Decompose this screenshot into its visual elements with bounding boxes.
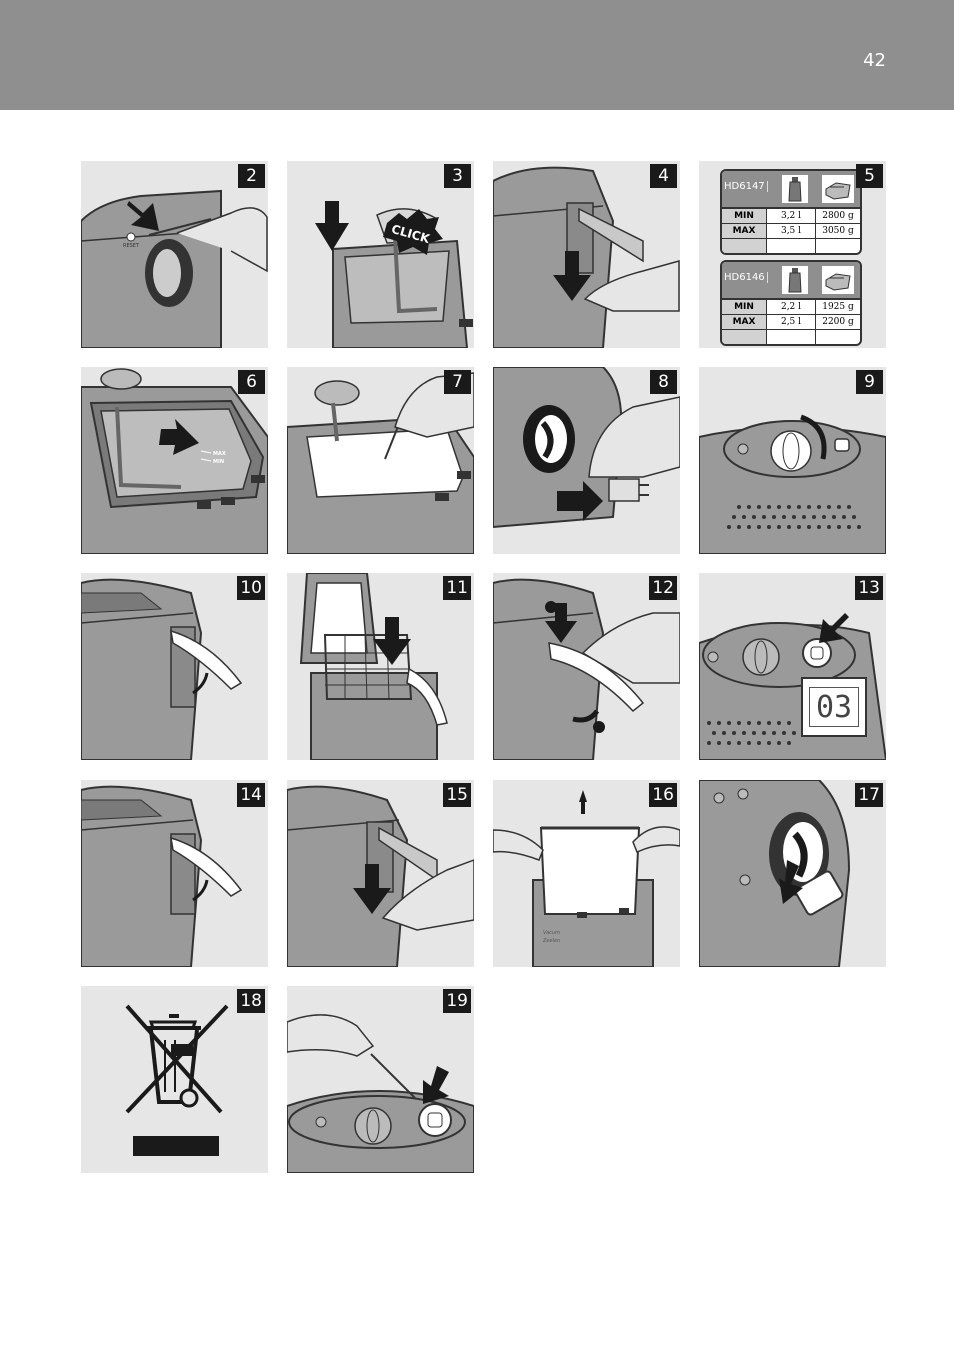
figure-number: 7 (444, 370, 471, 394)
figure-number: 2 (238, 164, 265, 188)
figure-15: 15 (287, 780, 474, 967)
food-fries-icon (822, 175, 854, 203)
figure-4: 4 (493, 161, 680, 348)
figure-12: 12 (493, 573, 680, 760)
vent-holes (727, 505, 861, 529)
fat-puncture-illustration (287, 372, 474, 554)
capacity-table-hd6147: HD6147 MIN 3,2 l 2800 g MAX 3, (720, 169, 862, 255)
figure-9: 9 (699, 367, 886, 554)
figure-5: HD6147 MIN 3,2 l 2800 g MAX 3, (699, 161, 886, 348)
food-weight: 3050 g (822, 226, 854, 236)
figure-number: 8 (650, 370, 677, 394)
oil-level-illustration (81, 368, 268, 554)
figure-10: 10 (81, 573, 268, 760)
figure-number: 16 (649, 783, 677, 807)
basket-insert-illustration (299, 573, 448, 760)
timer-display-value: 03 (809, 687, 859, 727)
figure-17: 17 (699, 780, 886, 967)
oil-bottle-icon (782, 266, 808, 294)
food-weight: 1925 g (822, 302, 854, 312)
row-label: MAX (722, 315, 767, 329)
figure-number: 15 (443, 783, 471, 807)
figure-6: MAX MIN 6 (81, 367, 268, 554)
figure-number: 18 (237, 989, 265, 1013)
figure-number: 6 (238, 370, 265, 394)
figure-18: 18 (81, 986, 268, 1173)
figure-13: 03 13 (699, 573, 886, 760)
thermostat-dial-illustration (699, 414, 886, 554)
figure-2: RESET 2 (81, 161, 268, 348)
capacity-table-hd6146: HD6146 MIN 2,2 l 1925 g MAX 2, (720, 260, 862, 346)
figure-16: Vacum Zeelen 16 (493, 780, 680, 967)
figure-number: 5 (856, 164, 883, 188)
figure-number: 10 (237, 576, 265, 600)
figure-number: 14 (237, 783, 265, 807)
figure-8: 8 (493, 367, 680, 554)
row-label: MIN (722, 209, 767, 223)
model-label: HD6146 (724, 272, 768, 283)
figure-number: 3 (444, 164, 471, 188)
remove-bowl-illustration (493, 790, 680, 967)
oil-volume: 2,2 l (767, 300, 816, 314)
handle-release-illustration (493, 578, 680, 760)
page-number: 42 (863, 50, 886, 71)
food-fries-icon (822, 266, 854, 294)
min-mark: MIN (213, 459, 225, 465)
figure-19: 19 (287, 986, 474, 1173)
oil-volume: 3,5 l (767, 224, 816, 238)
figure-number: 17 (855, 783, 883, 807)
handle-up-illustration (81, 578, 243, 760)
figure-number: 12 (649, 576, 677, 600)
figure-number: 11 (443, 576, 471, 600)
reset-button-illustration (81, 189, 268, 348)
handle-up-illustration (81, 785, 243, 967)
figure-7: 7 (287, 367, 474, 554)
figure-number: 4 (650, 164, 677, 188)
model-label: HD6147 (724, 181, 768, 192)
food-weight: 2800 g (822, 211, 854, 221)
appliance-text-1: Vacum (543, 930, 560, 936)
page-header: 42 (0, 0, 954, 110)
appliance-text-2: Zeelen (543, 938, 561, 944)
oil-bottle-icon (782, 175, 808, 203)
handle-down-illustration (493, 166, 680, 348)
max-mark: MAX (213, 451, 226, 457)
reset-label: RESET (123, 243, 140, 249)
handle-down-illustration (287, 785, 474, 967)
oil-volume: 2,5 l (767, 315, 816, 329)
lid-click-illustration (315, 201, 473, 348)
weee-disposal-icon (125, 1004, 229, 1156)
food-weight: 2200 g (822, 317, 854, 327)
oil-volume: 3,2 l (767, 209, 816, 223)
row-label: MIN (722, 300, 767, 314)
figure-number: 19 (443, 989, 471, 1013)
figure-number: 9 (856, 370, 883, 394)
figure-14: 14 (81, 780, 268, 967)
figure-number: 13 (855, 576, 883, 600)
timer-display: 03 (801, 677, 867, 737)
reset-button-illustration (287, 1014, 474, 1173)
figure-11: 11 (287, 573, 474, 760)
figure-3: CLICK 3 (287, 161, 474, 348)
unplug-illustration (699, 780, 851, 967)
row-label: MAX (722, 224, 767, 238)
plug-in-illustration (493, 367, 680, 529)
